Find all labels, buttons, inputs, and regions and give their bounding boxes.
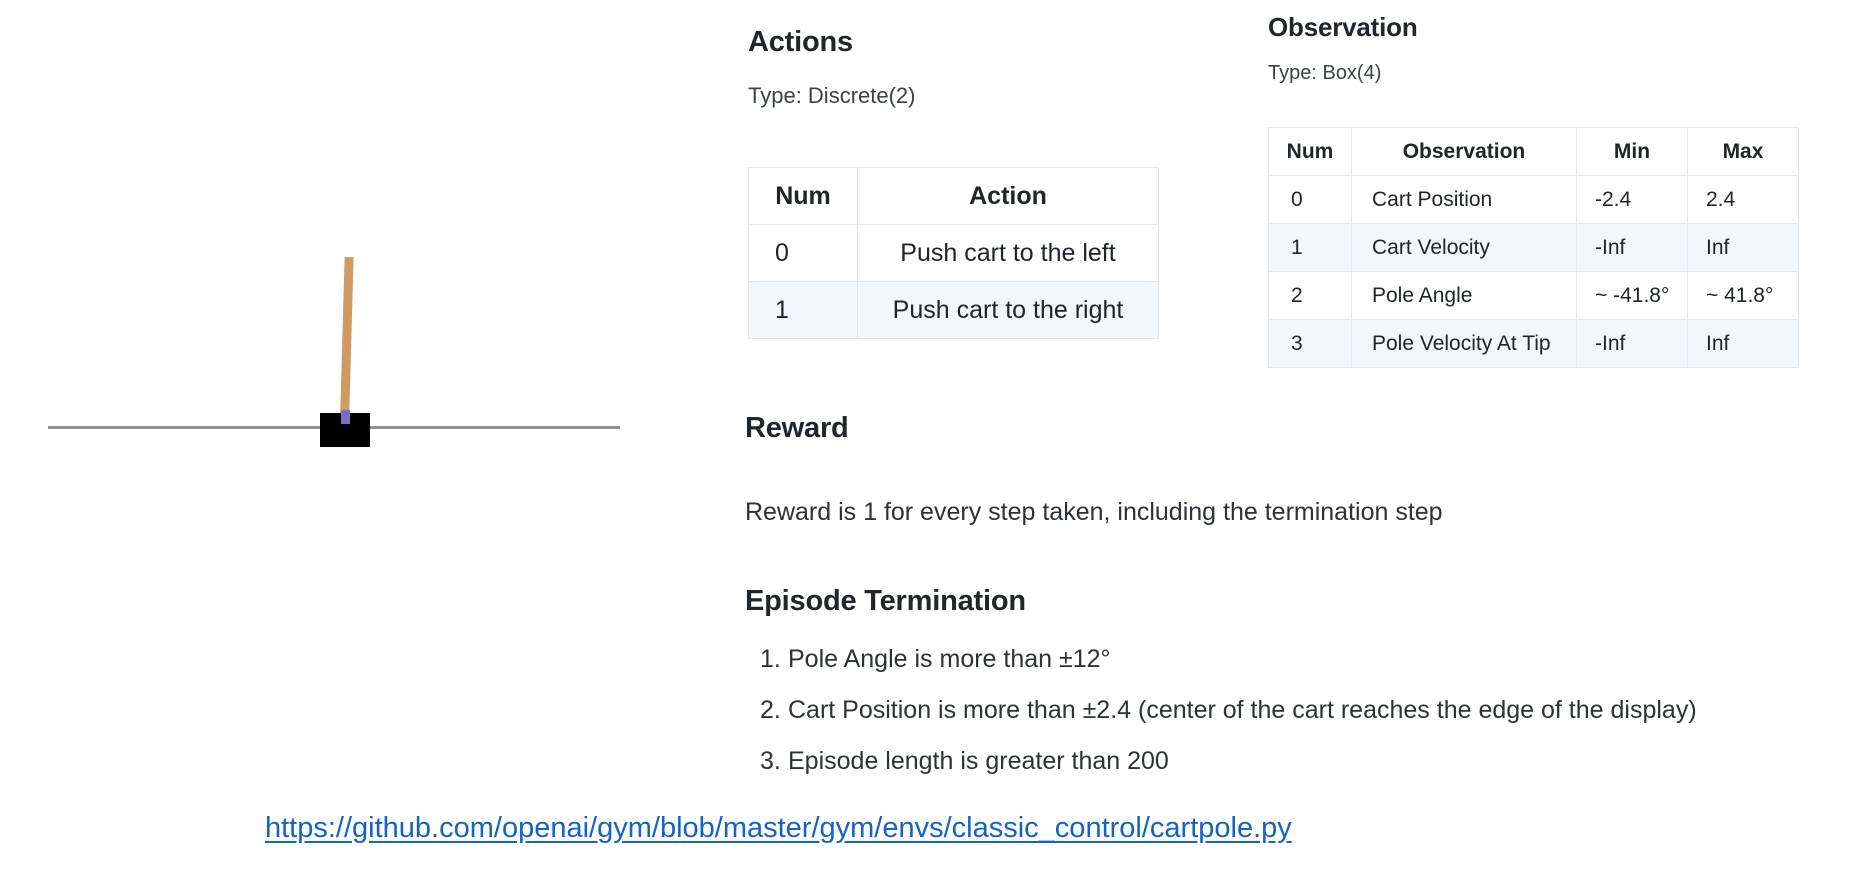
list-item-text: Cart Position is more than ±2.4 (center … <box>788 696 1697 724</box>
observation-cell-min: -Inf <box>1576 223 1688 272</box>
reward-heading: Reward <box>745 412 849 444</box>
actions-col-action: Action <box>857 167 1159 225</box>
episode-termination-list: 1.Pole Angle is more than ±12° 2.Cart Po… <box>760 645 1697 798</box>
observation-col-num: Num <box>1268 127 1352 176</box>
table-row: 1 Cart Velocity -Inf Inf <box>1268 223 1799 272</box>
actions-col-num: Num <box>748 167 858 225</box>
observation-heading: Observation <box>1268 12 1418 42</box>
actions-heading: Actions <box>748 26 853 58</box>
pole-icon <box>340 256 354 423</box>
axle-icon <box>341 410 350 424</box>
observation-table: Num Observation Min Max 0 Cart Position … <box>1268 127 1799 368</box>
observation-cell-num: 2 <box>1268 271 1352 320</box>
actions-cell-num: 0 <box>748 224 858 282</box>
actions-cell-action: Push cart to the left <box>857 224 1159 282</box>
list-item: 2.Cart Position is more than ±2.4 (cente… <box>760 696 1697 725</box>
list-item-number: 1. <box>760 645 781 673</box>
table-header-row: Num Observation Min Max <box>1268 127 1799 176</box>
observation-cell-min: ~ -41.8° <box>1576 271 1688 320</box>
observation-col-observation: Observation <box>1351 127 1577 176</box>
table-row: 1 Push cart to the right <box>748 281 1159 339</box>
observation-cell-max: 2.4 <box>1687 175 1799 224</box>
cartpole-illustration <box>0 240 700 500</box>
actions-cell-action: Push cart to the right <box>857 281 1159 339</box>
observation-type-label: Type: Box(4) <box>1268 62 1382 84</box>
observation-cell-min: -2.4 <box>1576 175 1688 224</box>
reward-description: Reward is 1 for every step taken, includ… <box>745 498 1443 526</box>
list-item: 1.Pole Angle is more than ±12° <box>760 645 1697 674</box>
table-row: 3 Pole Velocity At Tip -Inf Inf <box>1268 319 1799 368</box>
observation-cell-observation: Pole Angle <box>1351 271 1577 320</box>
observation-cell-max: Inf <box>1687 319 1799 368</box>
observation-cell-num: 3 <box>1268 319 1352 368</box>
list-item-text: Pole Angle is more than ±12° <box>788 645 1111 673</box>
observation-cell-max: Inf <box>1687 223 1799 272</box>
actions-type-label: Type: Discrete(2) <box>748 83 916 108</box>
table-row: 0 Cart Position -2.4 2.4 <box>1268 175 1799 224</box>
episode-termination-heading: Episode Termination <box>745 585 1026 617</box>
table-row: 0 Push cart to the left <box>748 224 1159 282</box>
observation-cell-observation: Cart Position <box>1351 175 1577 224</box>
actions-table: Num Action 0 Push cart to the left 1 Pus… <box>748 167 1159 339</box>
observation-col-min: Min <box>1576 127 1688 176</box>
observation-cell-max: ~ 41.8° <box>1687 271 1799 320</box>
list-item-text: Episode length is greater than 200 <box>788 747 1169 775</box>
observation-col-max: Max <box>1687 127 1799 176</box>
observation-cell-observation: Pole Velocity At Tip <box>1351 319 1577 368</box>
observation-cell-min: -Inf <box>1576 319 1688 368</box>
source-url-link[interactable]: https://github.com/openai/gym/blob/maste… <box>265 812 1292 844</box>
observation-cell-num: 1 <box>1268 223 1352 272</box>
actions-cell-num: 1 <box>748 281 858 339</box>
list-item-number: 2. <box>760 696 781 724</box>
table-header-row: Num Action <box>748 167 1159 225</box>
list-item-number: 3. <box>760 747 781 775</box>
table-row: 2 Pole Angle ~ -41.8° ~ 41.8° <box>1268 271 1799 320</box>
list-item: 3.Episode length is greater than 200 <box>760 747 1697 776</box>
observation-cell-num: 0 <box>1268 175 1352 224</box>
observation-cell-observation: Cart Velocity <box>1351 223 1577 272</box>
